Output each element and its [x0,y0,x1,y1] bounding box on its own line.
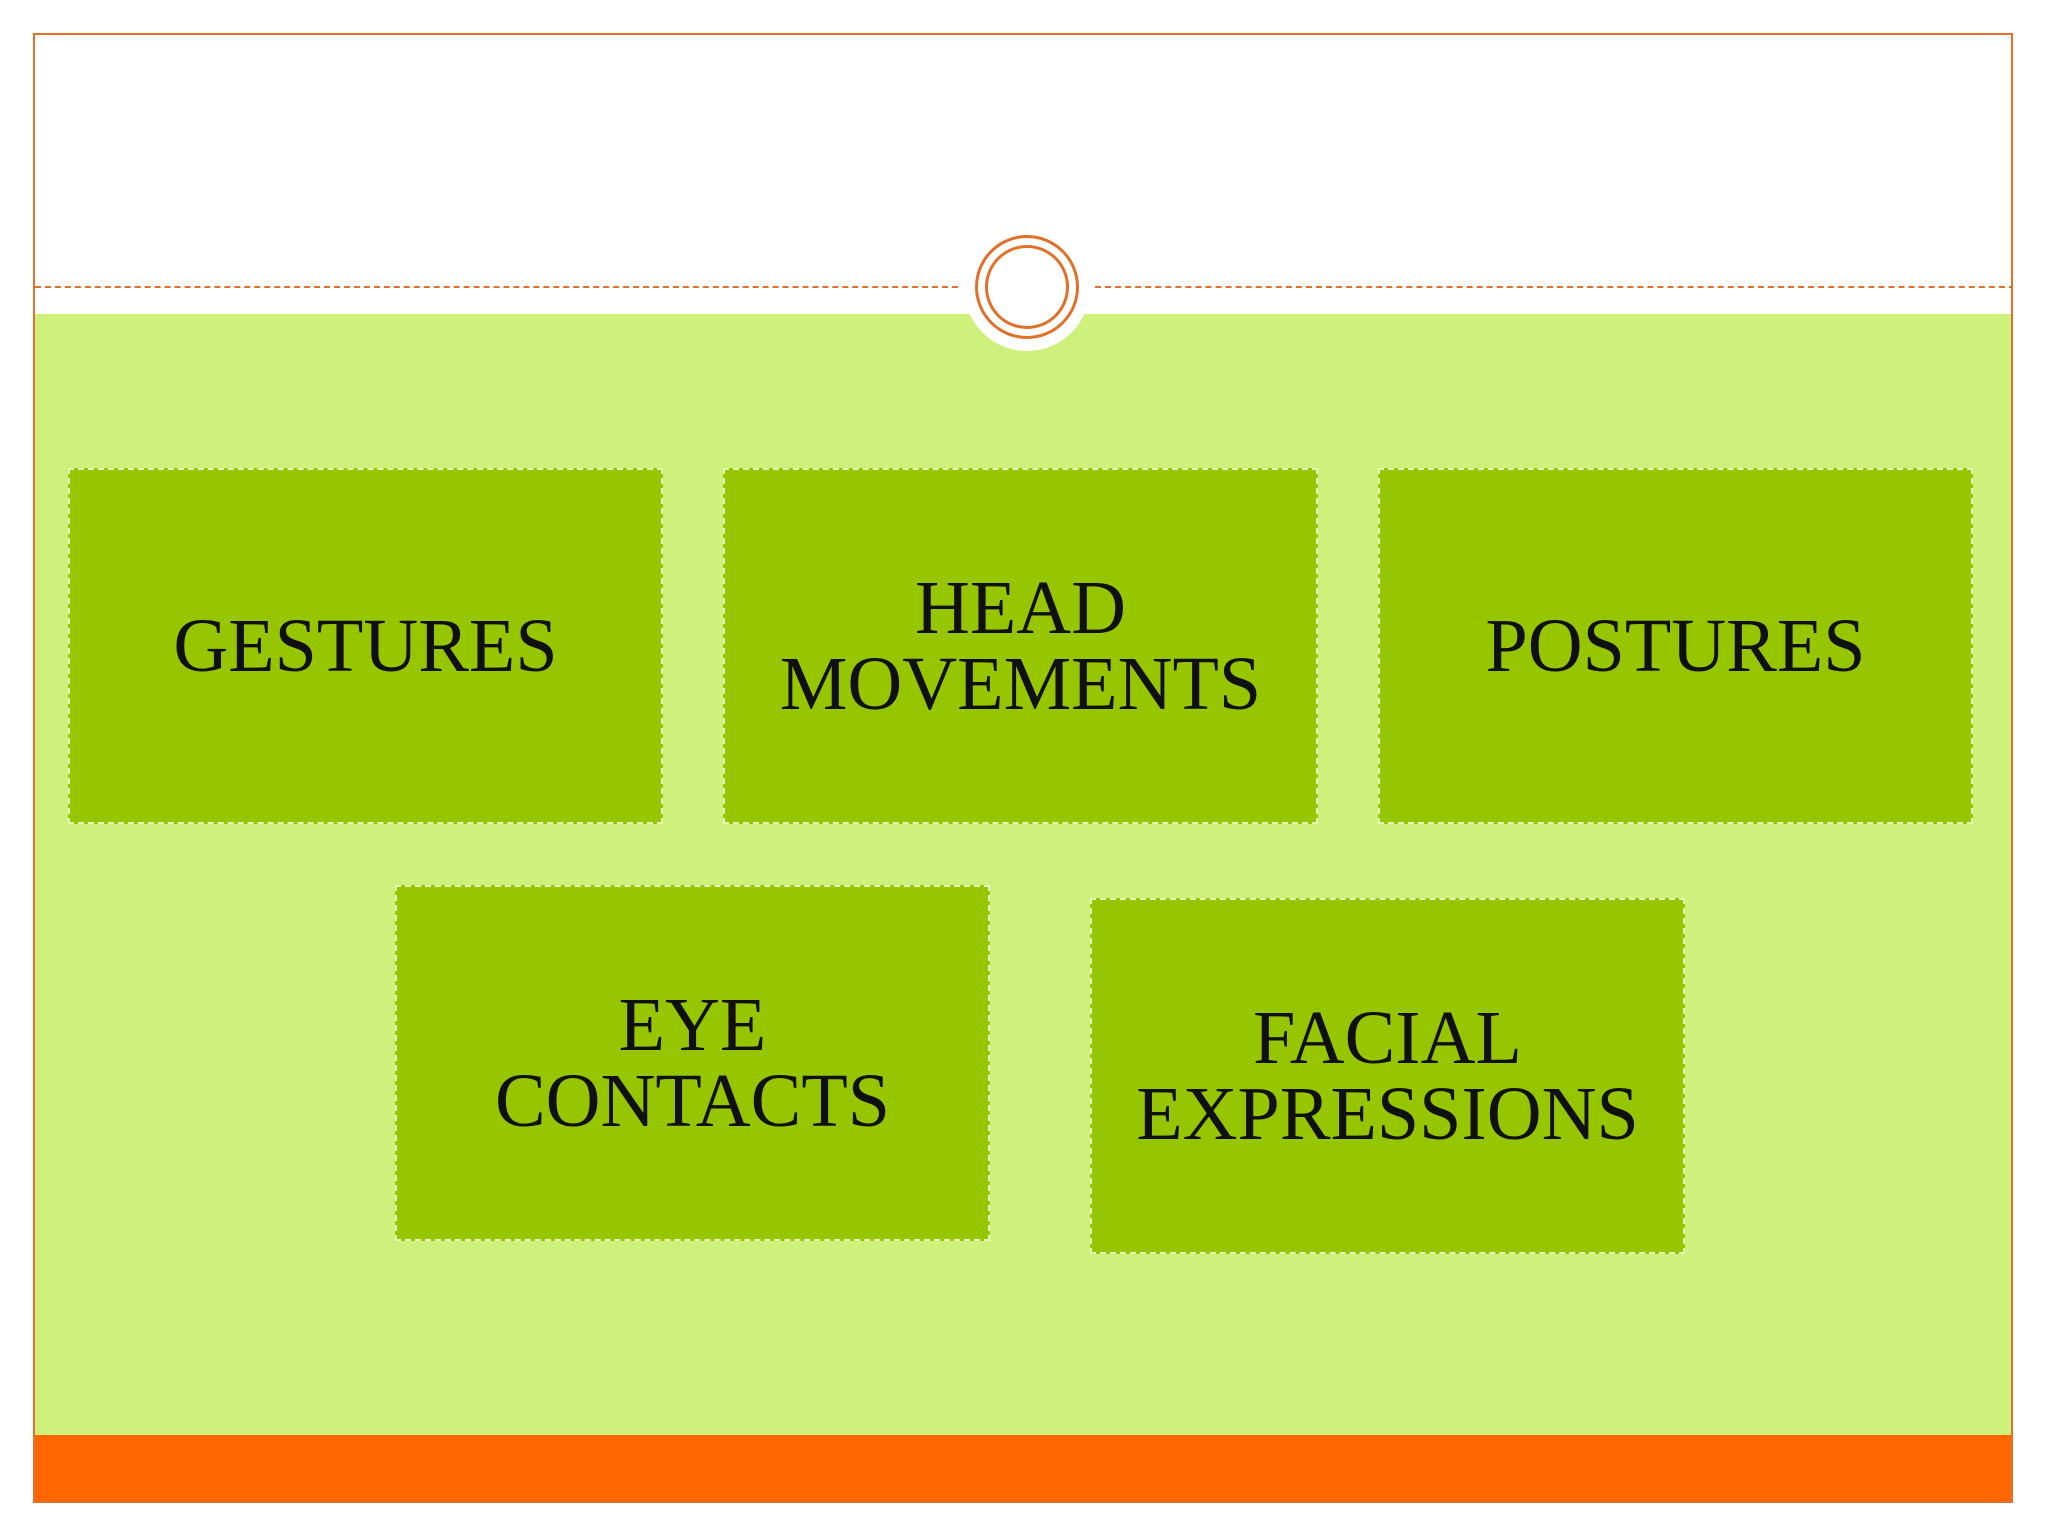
box-head-movements-label: HEAD MOVEMENTS [779,566,1262,726]
box-gestures: GESTURES [68,468,663,824]
box-facial-expressions-label: FACIAL EXPRESSIONS [1136,996,1639,1156]
circle-ornament-inner [985,245,1069,329]
box-head-movements: HEAD MOVEMENTS [723,468,1318,824]
divider-left [35,286,958,288]
divider-right [1095,286,2011,288]
box-gestures-label: GESTURES [173,604,558,688]
box-postures: POSTURES [1378,468,1973,824]
box-facial-expressions: FACIAL EXPRESSIONS [1090,898,1685,1254]
footer-bar [35,1435,2011,1501]
box-postures-label: POSTURES [1485,604,1866,688]
box-eye-contacts-label: EYE CONTACTS [494,983,891,1143]
box-eye-contacts: EYE CONTACTS [395,885,990,1241]
